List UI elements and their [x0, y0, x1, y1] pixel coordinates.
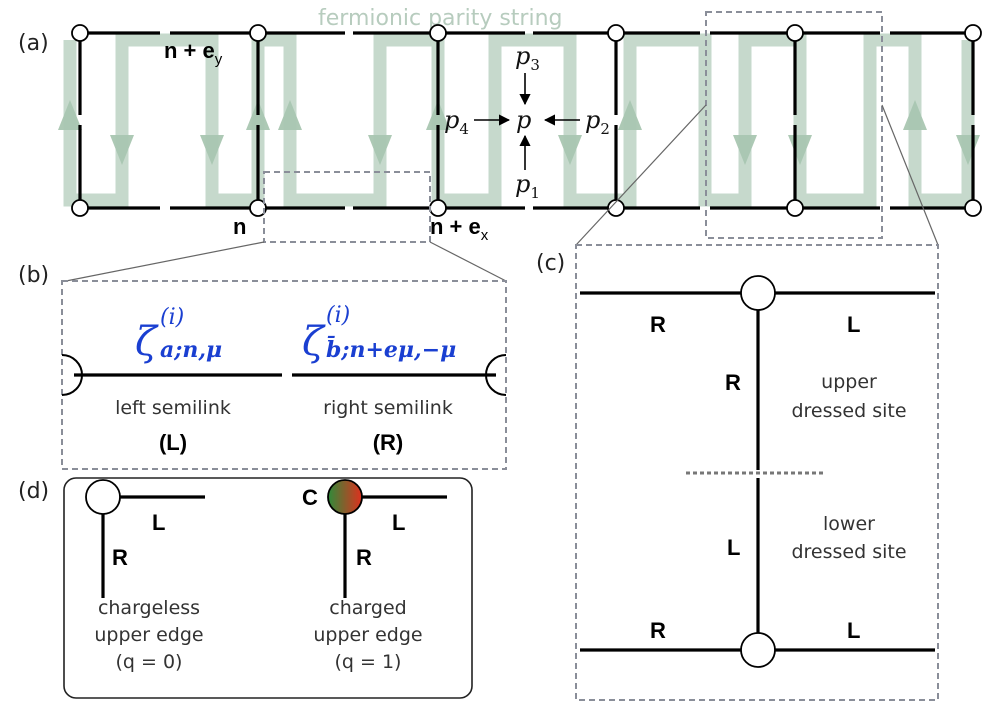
- plaquette-p4: p4: [444, 106, 469, 138]
- label-top-R: R: [650, 312, 666, 337]
- lattice-site: [71, 24, 89, 42]
- label-vert-R: R: [725, 370, 741, 395]
- zeta-left-superscript: (i): [160, 305, 184, 330]
- panel-b: (b) ζ (i) a;n,μ ζ (i) b̄;n+eμ,−μ left se…: [18, 263, 507, 470]
- lower-site-line1: lower: [823, 513, 875, 535]
- left-semilink-tag: (L): [159, 430, 187, 455]
- chargeless-caption-2: upper edge: [94, 624, 203, 646]
- lattice-site: [786, 199, 804, 217]
- zeta-right-superscript: (i): [326, 303, 350, 328]
- lattice-edges: [78, 31, 975, 210]
- chargeless-site: [85, 479, 121, 515]
- panel-b-label: (b): [18, 263, 49, 288]
- zeta-right: ζ: [302, 319, 326, 365]
- panel-a: (a) fermionic parity string: [18, 6, 982, 244]
- plaquette-p1: p1: [515, 170, 540, 202]
- lattice-site: [964, 24, 982, 42]
- chargeless-caption-1: chargeless: [98, 597, 200, 619]
- zoom-box-c: [705, 11, 883, 239]
- charged-caption-1: charged: [329, 597, 406, 619]
- upper-site-line1: upper: [821, 371, 877, 393]
- panel-d-box: [63, 477, 473, 699]
- lattice-site: [607, 199, 625, 217]
- connector-line: [65, 241, 265, 282]
- panel-c: (c) R L R L R L upper dressed site lower…: [536, 244, 939, 701]
- right-semilink-caption: right semilink: [323, 397, 453, 419]
- plaquette-p: p: [516, 106, 531, 134]
- parity-up-arrow: [58, 100, 82, 130]
- parity-down-arrow: [110, 135, 134, 165]
- zeta-left: ζ: [135, 319, 159, 365]
- lattice-site: [249, 199, 267, 217]
- parity-up-arrow: [278, 100, 302, 130]
- label-bottom-L: L: [847, 618, 860, 643]
- parity-down-arrow: [200, 135, 224, 165]
- lattice-sites: [71, 24, 982, 217]
- dressed-site-top: [740, 275, 776, 311]
- plaquette-p3: p3: [515, 42, 540, 74]
- site-label-n: n: [233, 214, 246, 239]
- charged-R: R: [356, 545, 372, 570]
- right-semilink-tag: (R): [373, 430, 404, 455]
- panel-d: (d) L R chargeless upper edge (q = 0) C …: [18, 477, 473, 699]
- panel-a-label: (a): [18, 31, 49, 56]
- label-top-L: L: [847, 312, 860, 337]
- zeta-left-subscript: a;n,μ: [160, 337, 222, 363]
- zoom-box-b: [263, 171, 431, 243]
- parity-down-arrow: [733, 135, 757, 165]
- parity-up-arrow: [618, 100, 642, 130]
- parity-down-arrow: [788, 135, 812, 165]
- charged-L: L: [392, 510, 405, 535]
- label-vert-L: L: [727, 535, 740, 560]
- charged-caption-2: upper edge: [313, 624, 422, 646]
- charged-caption-3: (q = 1): [335, 651, 402, 673]
- panel-d-label: (d): [18, 479, 49, 504]
- charged-C: C: [302, 485, 318, 510]
- panel-b-box: [61, 280, 507, 470]
- left-semilink-caption: left semilink: [115, 397, 231, 419]
- panel-c-label: (c): [536, 251, 565, 276]
- parity-down-arrow: [558, 135, 582, 165]
- connector-line: [881, 104, 939, 246]
- parity-up-arrow: [903, 100, 927, 130]
- lattice-site: [71, 199, 89, 217]
- lattice-site: [249, 24, 267, 42]
- dressed-site-bottom: [740, 632, 776, 668]
- upper-site-line2: dressed site: [791, 400, 906, 422]
- plaquette-p2: p2: [585, 106, 610, 138]
- label-bottom-R: R: [650, 618, 666, 643]
- parity-down-arrow: [956, 135, 980, 165]
- lattice-site: [786, 24, 804, 42]
- site-label-n-ex: n + ex: [430, 214, 489, 244]
- panel-c-box: [575, 244, 939, 701]
- lattice-site: [607, 24, 625, 42]
- lattice-site: [964, 199, 982, 217]
- connector-line: [429, 241, 507, 282]
- parity-down-arrow: [368, 135, 392, 165]
- right-site-arc: [485, 354, 507, 396]
- lattice-site: [429, 24, 447, 42]
- chargeless-caption-3: (q = 0): [116, 651, 183, 673]
- charged-site: [327, 479, 363, 515]
- chargeless-R: R: [112, 545, 128, 570]
- site-label-n-ey: n + ey: [164, 38, 223, 68]
- lower-site-line2: dressed site: [791, 541, 906, 563]
- chargeless-L: L: [152, 510, 165, 535]
- zeta-right-subscript: b̄;n+eμ,−μ: [326, 335, 456, 363]
- connector-line: [575, 104, 707, 246]
